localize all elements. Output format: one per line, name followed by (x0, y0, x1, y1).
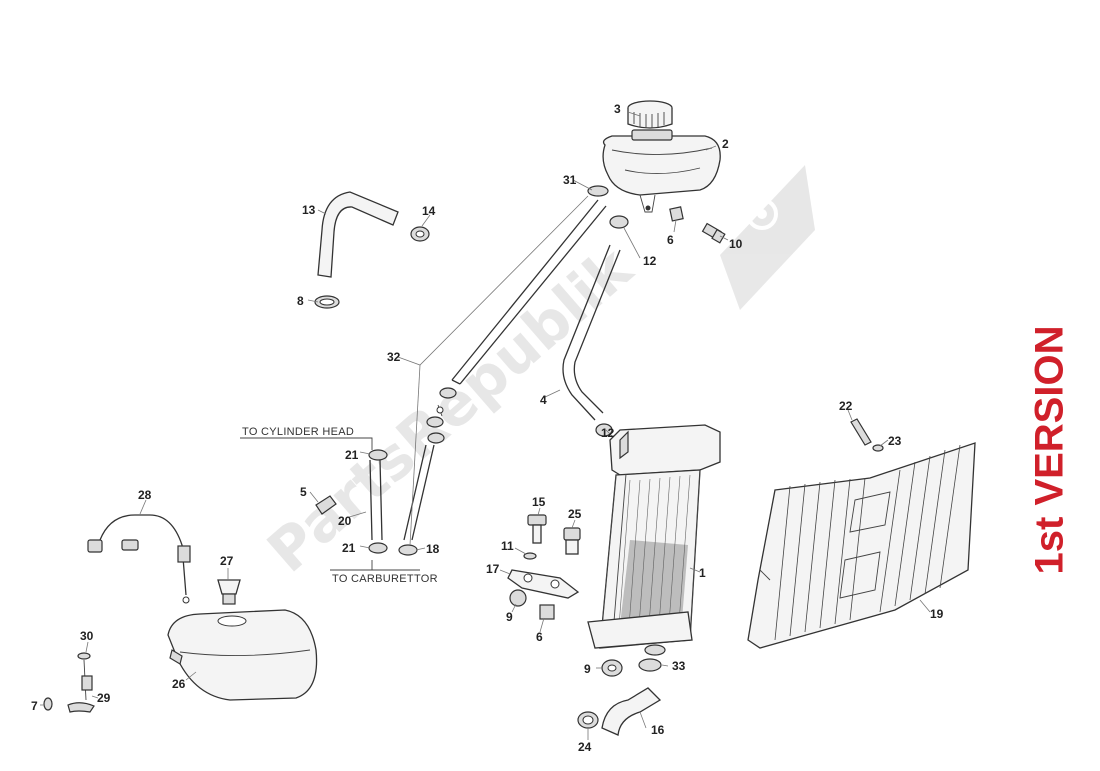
watermark-gear-icon (720, 165, 815, 310)
watermark-text: PartsRepublik (255, 233, 646, 585)
callout-23: 23 (888, 434, 902, 448)
clip-6-top (669, 206, 684, 222)
clip-5 (315, 495, 337, 515)
lower-hose-16 (601, 687, 662, 736)
callout-6-bottom: 6 (536, 630, 543, 644)
callout-21-top: 21 (345, 448, 359, 462)
hoses-20-18 (369, 444, 435, 541)
hose-32 (451, 199, 607, 385)
callout-18: 18 (426, 542, 440, 556)
callout-12-top: 12 (643, 254, 657, 268)
sensor-wire-28 (87, 514, 191, 604)
tank-cap (627, 100, 673, 129)
grommet-9-left (509, 589, 527, 607)
note-cylinder-head: TO CYLINDER HEAD (242, 426, 354, 438)
washer-23 (872, 444, 884, 452)
screw-10 (701, 222, 726, 244)
callout-13: 13 (302, 203, 316, 217)
clamp-14 (410, 226, 430, 242)
callout-11: 11 (501, 539, 514, 553)
expansion-tank (602, 129, 721, 213)
radiator-grille (747, 442, 976, 649)
callout-33: 33 (672, 659, 686, 673)
cylinder-head-bracket (240, 437, 373, 450)
elbow-hose-13 (317, 191, 399, 278)
clip-7 (43, 697, 53, 711)
callout-12-bottom: 12 (601, 426, 615, 440)
callout-27: 27 (220, 554, 234, 568)
reservoir-cap-27 (217, 579, 241, 605)
bolt-25 (563, 527, 581, 555)
callout-2: 2 (722, 137, 729, 151)
callout-6-top: 6 (667, 233, 674, 247)
bracket-17 (507, 569, 580, 599)
callout-24: 24 (578, 740, 592, 754)
clip-6-bottom (539, 604, 555, 620)
callout-22: 22 (839, 399, 853, 413)
callout-30: 30 (80, 629, 94, 643)
clamp-31 (587, 185, 609, 197)
bolt-15 (527, 514, 547, 544)
clamp-8 (314, 295, 340, 309)
callout-17: 17 (486, 562, 500, 576)
callout-4: 4 (540, 393, 547, 407)
float-sensor-29-30 (67, 652, 95, 713)
callout-9-bottom: 9 (584, 662, 591, 676)
callout-7: 7 (31, 699, 38, 713)
washer-11 (523, 552, 537, 560)
callout-31: 31 (563, 173, 577, 187)
callout-16: 16 (651, 723, 665, 737)
clamp-12-top (609, 215, 629, 229)
callout-19: 19 (930, 607, 944, 621)
callout-9-left: 9 (506, 610, 513, 624)
clamp-33 (638, 658, 662, 672)
callout-29: 29 (97, 691, 111, 705)
callout-1: 1 (699, 566, 706, 580)
version-label: 1st VERSION (1000, 300, 1100, 600)
hose-4 (562, 244, 621, 421)
small-clamps-cluster (426, 387, 457, 444)
note-carburettor: TO CARBURETTOR (332, 573, 438, 585)
screw-22 (850, 418, 872, 446)
callout-10: 10 (729, 237, 743, 251)
carburettor-bracket (330, 560, 420, 571)
leader-lines (40, 111, 931, 740)
version-label-text: 1st VERSION (1027, 325, 1072, 575)
callout-20: 20 (338, 514, 352, 528)
coolant-reservoir (167, 609, 318, 701)
callout-21-bottom: 21 (342, 541, 356, 555)
clamp-12-bottom (595, 423, 613, 437)
radiator (587, 424, 721, 656)
callout-3: 3 (614, 102, 621, 116)
clamp-24 (577, 711, 599, 729)
callout-15: 15 (532, 495, 546, 509)
callout-26: 26 (172, 677, 186, 691)
grommet-9-bottom (601, 659, 623, 677)
callout-8: 8 (297, 294, 304, 308)
callout-28: 28 (138, 488, 152, 502)
callout-14: 14 (422, 204, 436, 218)
callout-32: 32 (387, 350, 401, 364)
callout-25: 25 (568, 507, 582, 521)
callout-5: 5 (300, 485, 307, 499)
